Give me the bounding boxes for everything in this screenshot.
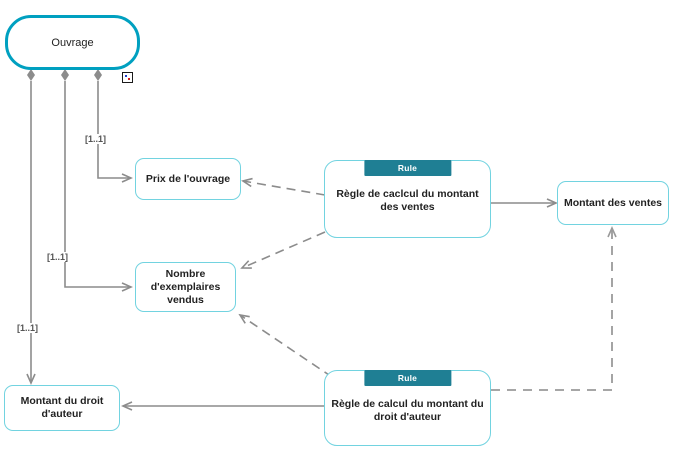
- node-nombre-label: Nombre d'exemplaires vendus: [150, 267, 221, 306]
- aggregation-diamond-1: [27, 69, 35, 81]
- node-rule-calcul-montant-droit-auteur[interactable]: Rule Règle de calcul du montant du droit…: [324, 370, 491, 446]
- node-montant-ventes-label: Montant des ventes: [563, 196, 663, 209]
- node-nombre-exemplaires-vendus[interactable]: Nombre d'exemplaires vendus: [135, 262, 236, 312]
- aggregation-diamond-3: [94, 69, 102, 81]
- node-prix-de-l-ouvrage[interactable]: Prix de l'ouvrage: [135, 158, 241, 200]
- edge-rule-droit-montant-ventes: [491, 226, 617, 391]
- note-marker-icon[interactable]: [122, 72, 133, 83]
- node-rule-droit-label: Règle de calcul du montant du droit d'au…: [331, 398, 484, 423]
- edge-rule-ventes-nombre: [240, 231, 326, 269]
- node-montant-des-ventes[interactable]: Montant des ventes: [557, 181, 669, 225]
- edge-ouvrage-nombre: [64, 81, 133, 292]
- multiplicity-label-nombre: [1..1]: [46, 252, 70, 262]
- node-prix-label: Prix de l'ouvrage: [145, 172, 231, 185]
- multiplicity-label-prix: [1..1]: [84, 134, 108, 144]
- edge-ouvrage-prix: [97, 81, 133, 183]
- edge-rule-droit-nombre: [238, 313, 333, 378]
- node-ouvrage-label: Ouvrage: [51, 36, 94, 49]
- node-montant-du-droit-d-auteur[interactable]: Montant du droit d'auteur: [4, 385, 120, 431]
- edge-rule-ventes-prix: [241, 177, 326, 196]
- rule-stereotype-tag: Rule: [363, 370, 452, 386]
- rule-stereotype-tag: Rule: [363, 160, 452, 176]
- multiplicity-label-montant-droit: [1..1]: [16, 323, 40, 333]
- node-montant-droit-label: Montant du droit d'auteur: [20, 395, 104, 420]
- note-marker-dot-red: [128, 78, 130, 80]
- node-rule-ventes-label: Règle de caclcul du montant des ventes: [336, 188, 479, 213]
- node-rule-calcul-montant-ventes[interactable]: Rule Règle de caclcul du montant des ven…: [324, 160, 491, 238]
- note-marker-dot-blue: [125, 75, 127, 77]
- aggregation-diamond-2: [61, 69, 69, 81]
- node-ouvrage[interactable]: Ouvrage: [5, 15, 140, 70]
